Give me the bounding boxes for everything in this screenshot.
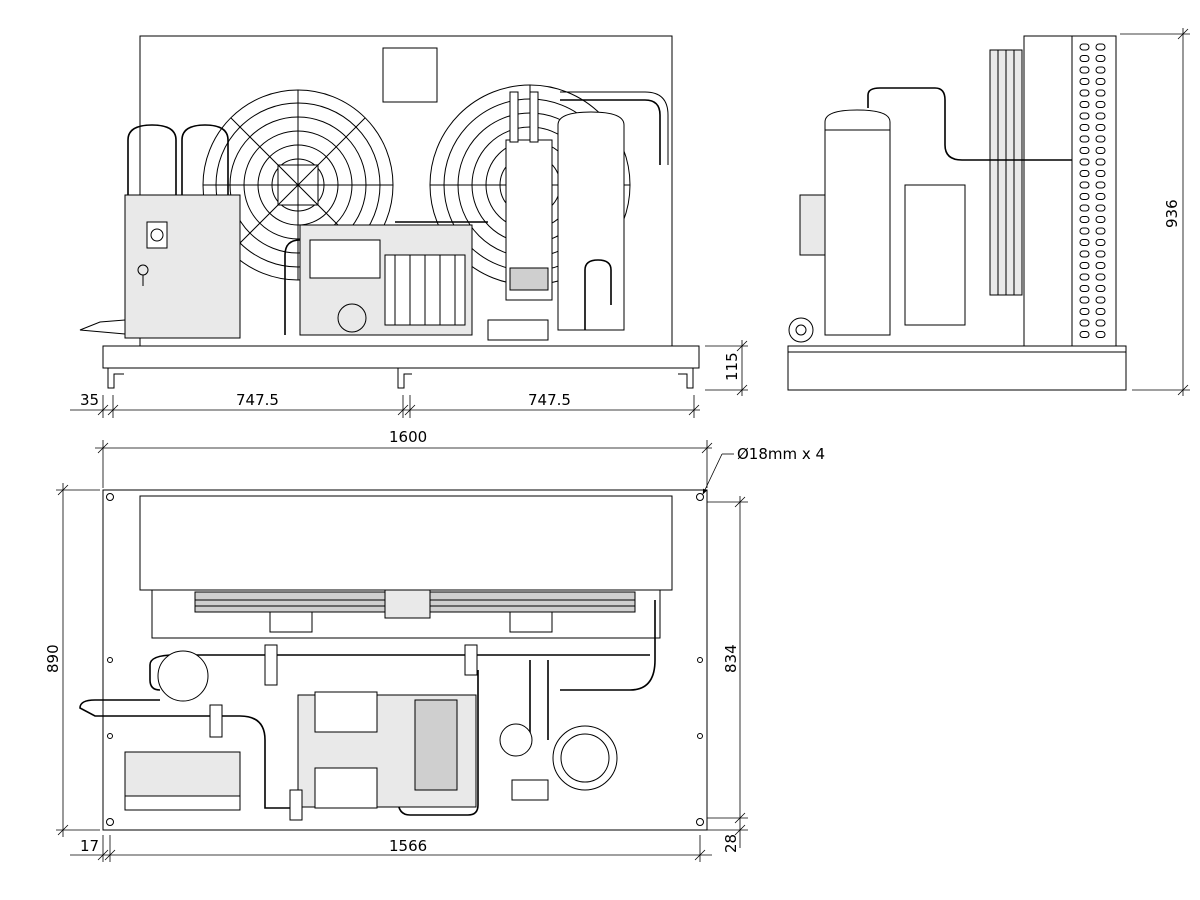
coil-slot bbox=[1095, 89, 1106, 97]
coil-slot bbox=[1095, 331, 1106, 338]
mounting-hole bbox=[696, 818, 704, 826]
mounting-hole bbox=[696, 493, 704, 501]
front-dimensions: 35 747.5 747.5 115 bbox=[70, 340, 748, 418]
dim-plan-left-margin: 17 bbox=[80, 837, 99, 855]
coil-slot bbox=[1079, 296, 1090, 304]
coil-slot bbox=[1079, 135, 1090, 143]
front-view bbox=[79, 35, 700, 389]
electrical-box-icon bbox=[79, 194, 241, 339]
side-receiver-tank bbox=[824, 109, 891, 336]
dim-plan-bottom-margin: 28 bbox=[722, 834, 740, 853]
coil-slot bbox=[1095, 216, 1106, 223]
coil-slot bbox=[1079, 158, 1090, 166]
coil-slot bbox=[1079, 78, 1090, 85]
front-filter-drier bbox=[487, 319, 549, 341]
coil-slot bbox=[1095, 239, 1106, 246]
hole-callout: Ø18mm x 4 bbox=[737, 445, 825, 463]
coil-slot bbox=[1095, 124, 1106, 131]
coil-slot bbox=[1079, 308, 1090, 315]
coil-slot bbox=[1079, 239, 1090, 246]
dim-front-span-right: 747.5 bbox=[528, 391, 571, 409]
coil-slot bbox=[1095, 158, 1106, 166]
dim-front-base-height: 115 bbox=[723, 352, 741, 381]
coil-slot bbox=[1095, 101, 1106, 108]
plan-compressor bbox=[297, 691, 477, 809]
coil-slot bbox=[1095, 193, 1106, 200]
dim-front-left-margin: 35 bbox=[80, 391, 99, 409]
coil-slot bbox=[1079, 101, 1090, 108]
coil-slot bbox=[1095, 55, 1106, 62]
coil-slot bbox=[1079, 250, 1090, 258]
coil-slot bbox=[1095, 147, 1106, 154]
plan-receiver bbox=[552, 725, 618, 791]
coil-slot bbox=[1079, 170, 1090, 177]
mounting-hole bbox=[106, 493, 114, 501]
coil-slot bbox=[1095, 135, 1106, 143]
coil-slot bbox=[1079, 285, 1090, 292]
side-view bbox=[787, 35, 1127, 391]
front-top-vent bbox=[382, 47, 438, 103]
dim-plan-inner-length: 1566 bbox=[389, 837, 427, 855]
receiver-tank-icon bbox=[557, 111, 625, 331]
coil-slot bbox=[1095, 285, 1106, 292]
coil-slot bbox=[1079, 89, 1090, 97]
coil-slot bbox=[1079, 66, 1090, 74]
side-base-frame bbox=[787, 345, 1127, 391]
coil-slot bbox=[1079, 193, 1090, 200]
coil-slot bbox=[1079, 216, 1090, 223]
coil-slot bbox=[1095, 227, 1106, 235]
coil-slot bbox=[1079, 319, 1090, 327]
coil-slot bbox=[1079, 124, 1090, 131]
coil-slot bbox=[1095, 112, 1106, 120]
front-pipe-top-right bbox=[560, 99, 661, 165]
coil-slot bbox=[1095, 319, 1106, 327]
dim-plan-depth: 890 bbox=[44, 644, 62, 673]
front-base-frame bbox=[102, 345, 700, 369]
oil-separator bbox=[505, 91, 553, 301]
coil-slot bbox=[1079, 273, 1090, 281]
coil-slot bbox=[1079, 181, 1090, 189]
coil-slot bbox=[1095, 170, 1106, 177]
dim-front-span-left: 747.5 bbox=[236, 391, 279, 409]
side-coil-slots bbox=[1079, 43, 1106, 338]
dim-overall-length: 1600 bbox=[389, 428, 427, 446]
coil-slot bbox=[1095, 66, 1106, 74]
plan-view bbox=[79, 489, 708, 831]
coil-slot bbox=[1079, 55, 1090, 62]
dim-plan-inner-depth: 834 bbox=[722, 644, 740, 673]
coil-slot bbox=[1079, 147, 1090, 154]
coil-slot bbox=[1079, 227, 1090, 235]
coil-slot bbox=[1079, 112, 1090, 120]
coil-slot bbox=[1079, 262, 1090, 269]
side-dimensions: 936 bbox=[1120, 28, 1190, 396]
plan-condenser bbox=[139, 495, 673, 591]
coil-slot bbox=[1095, 181, 1106, 189]
coil-slot bbox=[1079, 331, 1090, 338]
coil-slot bbox=[1095, 296, 1106, 304]
side-wheel bbox=[788, 317, 814, 343]
coil-slot bbox=[1095, 273, 1106, 281]
fan-guard-left-icon bbox=[202, 89, 394, 281]
plan-dimensions: 1600 Ø18mm x 4 890 834 28 17 1566 bbox=[44, 428, 825, 862]
compressor-icon bbox=[299, 224, 473, 336]
mounting-hole bbox=[106, 818, 114, 826]
dim-side-height: 936 bbox=[1163, 199, 1181, 228]
main-switch-icon bbox=[137, 264, 149, 286]
coil-slot bbox=[1079, 204, 1090, 212]
coil-slot bbox=[1095, 308, 1106, 315]
coil-slot bbox=[1095, 262, 1106, 269]
coil-slot bbox=[1095, 78, 1106, 85]
coil-slot bbox=[1095, 250, 1106, 258]
side-condenser-coil bbox=[1023, 35, 1117, 347]
coil-slot bbox=[1095, 204, 1106, 212]
coil-slot bbox=[1079, 43, 1090, 51]
coil-slot bbox=[1095, 43, 1106, 51]
